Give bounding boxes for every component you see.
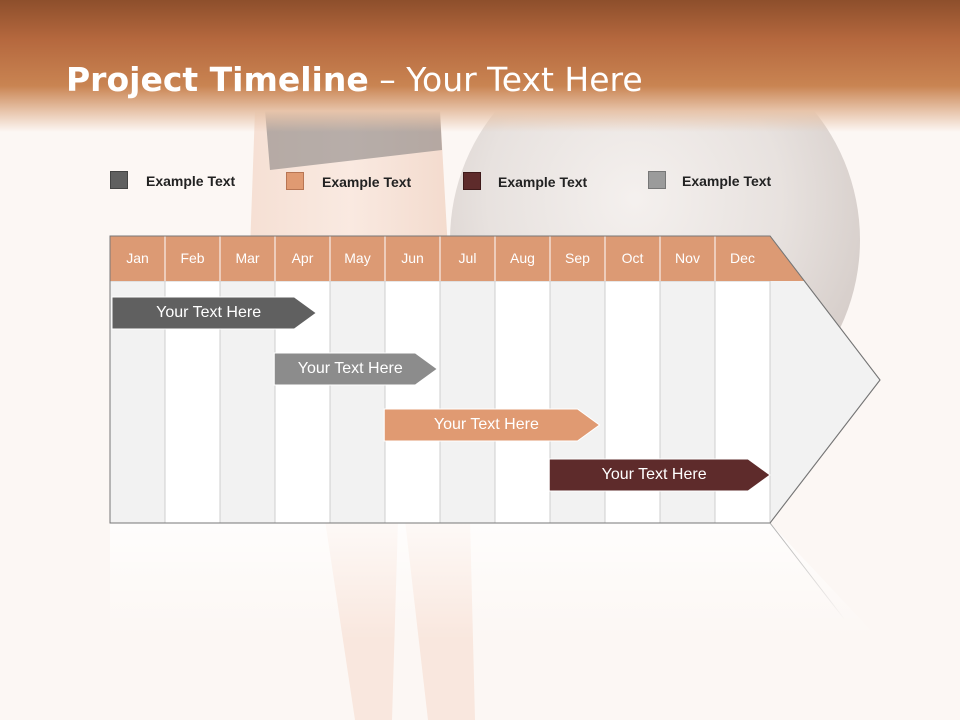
month-label-aug: Aug (510, 250, 535, 266)
task-bar-label-2: Your Text Here (297, 360, 403, 377)
month-label-jan: Jan (126, 250, 149, 266)
legend-swatch-2 (286, 172, 304, 190)
title-bold: Project Timeline (66, 60, 369, 99)
legend-swatch-3 (463, 172, 481, 190)
month-column-jun (384, 280, 441, 524)
title-rest: – Your Text Here (368, 60, 643, 99)
task-bar-4 (548, 458, 771, 492)
month-header-row (110, 236, 804, 281)
month-column-may (329, 280, 386, 524)
task-bar-label-4: Your Text Here (601, 466, 707, 483)
page-title: Project Timeline – Your Text Here (66, 60, 643, 99)
month-label-jul: Jul (458, 250, 477, 266)
timeline-reflection (110, 523, 880, 640)
legend-label-4: Example Text (682, 173, 772, 189)
legend-swatch-1 (110, 171, 128, 189)
month-label-jun: Jun (401, 250, 424, 266)
month-label-dec: Dec (730, 250, 755, 266)
task-bar-label-1: Your Text Here (156, 304, 262, 321)
month-column-aug (494, 280, 551, 524)
month-label-sep: Sep (565, 250, 590, 266)
month-label-oct: Oct (621, 250, 644, 266)
legend-label-2: Example Text (322, 174, 412, 190)
month-label-nov: Nov (675, 250, 700, 266)
month-label-may: May (344, 250, 371, 266)
task-bar-3 (383, 408, 601, 442)
legend-label-1: Example Text (146, 173, 236, 189)
legend-swatch-4 (648, 171, 666, 189)
month-label-feb: Feb (180, 250, 205, 266)
month-column-jul (439, 280, 496, 524)
task-bar-label-3: Your Text Here (433, 416, 539, 433)
month-label-apr: Apr (291, 250, 314, 266)
legend-label-3: Example Text (498, 174, 588, 190)
task-bar-2 (273, 352, 439, 386)
header-band (0, 0, 960, 132)
task-bar-1 (111, 296, 318, 330)
month-label-mar: Mar (235, 250, 260, 266)
